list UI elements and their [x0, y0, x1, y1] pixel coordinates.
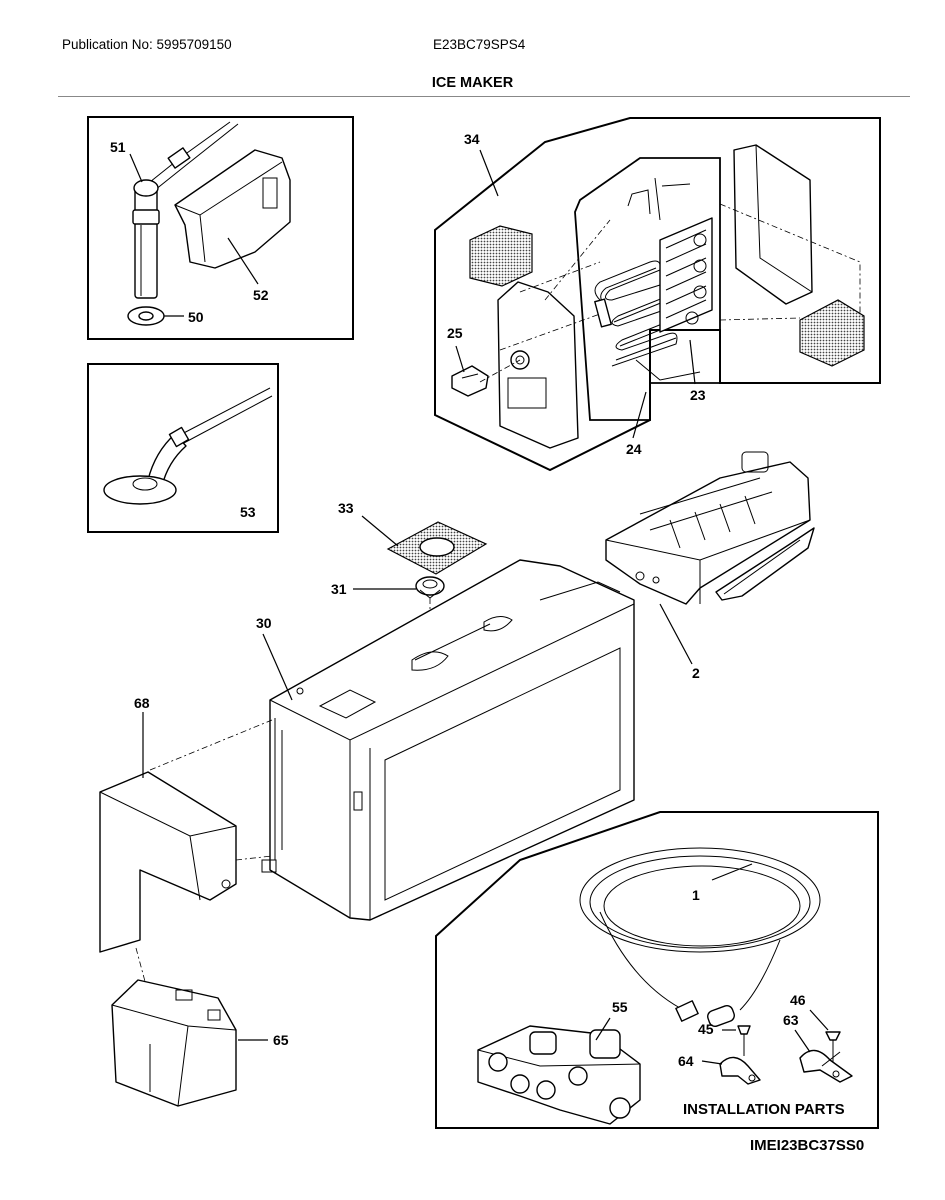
part-gasket	[386, 521, 488, 575]
part-screw-46	[825, 1031, 841, 1062]
page-title: ICE MAKER	[431, 75, 514, 91]
callout-33: 33	[338, 500, 354, 516]
model-number: E23BC79SPS4	[433, 37, 526, 52]
part-evaporator-coil	[574, 157, 721, 421]
inset-fill-tube-assembly: 51 52 50	[87, 116, 354, 340]
callout-46: 46	[790, 992, 806, 1008]
header-divider	[58, 96, 910, 97]
part-evaporator-housing	[497, 281, 579, 449]
callout-24: 24	[626, 441, 642, 457]
part-fitting	[415, 576, 445, 599]
part-clamp-64	[719, 1056, 761, 1085]
callout-30: 30	[256, 615, 272, 631]
callout-63: 63	[783, 1012, 799, 1028]
part-front-cover	[99, 771, 237, 953]
callout-25: 25	[447, 325, 463, 341]
part-chute	[111, 979, 237, 1107]
part-fill-tube	[132, 121, 239, 299]
part-outlet	[103, 387, 273, 505]
callout-65: 65	[273, 1032, 289, 1048]
part-ice-bin-housing	[261, 559, 635, 921]
callout-52: 52	[253, 287, 269, 303]
callout-51: 51	[110, 139, 126, 155]
part-water-tubing	[579, 847, 821, 1027]
callout-55: 55	[612, 999, 628, 1015]
callout-2: 2	[692, 665, 700, 681]
callout-23: 23	[690, 387, 706, 403]
part-screw-45	[737, 1025, 751, 1056]
inset-evaporator-module: 34 25 23 24	[434, 117, 881, 472]
inset-fill-tube-outlet: 53	[87, 363, 279, 533]
callout-50: 50	[188, 309, 204, 325]
callout-45: 45	[698, 1021, 714, 1037]
callout-1: 1	[692, 887, 700, 903]
publication-number: Publication No: 5995709150	[62, 37, 232, 52]
part-clip	[451, 365, 489, 397]
part-cover	[174, 149, 291, 269]
part-insulation-right	[799, 299, 865, 367]
callout-34: 34	[464, 131, 480, 147]
part-insulation-left	[469, 225, 533, 287]
callout-68: 68	[134, 695, 150, 711]
part-water-valve	[477, 1025, 641, 1125]
callout-64: 64	[678, 1053, 694, 1069]
callout-31: 31	[331, 581, 347, 597]
inset-installation-parts: 1 55 46 45 63	[435, 811, 879, 1129]
part-grommet	[127, 306, 165, 326]
part-ice-maker-assembly	[605, 451, 815, 605]
drawing-code: IMEI23BC37SS0	[750, 1137, 864, 1154]
part-clamp-63	[799, 1049, 853, 1083]
callout-53: 53	[240, 504, 256, 520]
part-insulation-panel	[733, 144, 813, 305]
installation-parts-label: INSTALLATION PARTS	[683, 1101, 845, 1118]
